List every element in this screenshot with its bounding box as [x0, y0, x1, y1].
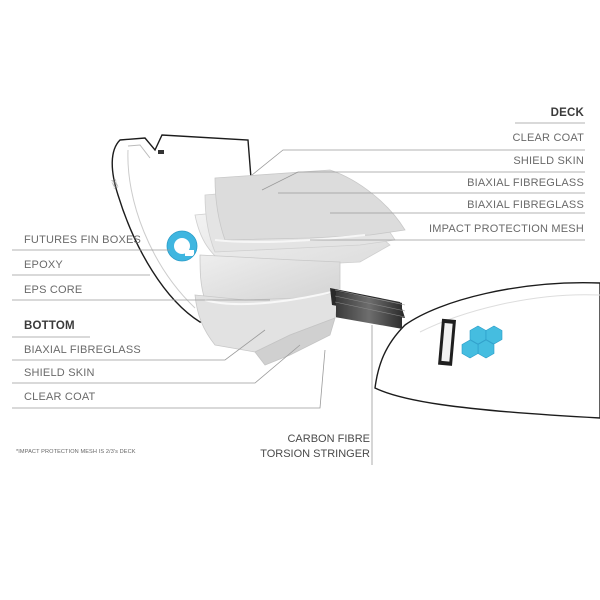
bottom-header: BOTTOM [24, 320, 75, 332]
stringer-label-line2: TORSION STRINGER [260, 448, 370, 460]
layer-stack [194, 169, 406, 366]
deck-biaxial-fibreglass-1-label: BIAXIAL FIBREGLASS [467, 177, 584, 189]
deck-header: DECK [550, 107, 584, 119]
deck-shield-skin-label: SHIELD SKIN [513, 155, 584, 167]
eps-core-label: EPS CORE [24, 284, 83, 296]
svg-text:|||||||: ||||||| [110, 179, 119, 190]
epoxy-label: EPOXY [24, 259, 63, 271]
futures-fin-boxes-label: FUTURES FIN BOXES [24, 234, 142, 246]
hex-logo-icon [461, 325, 503, 359]
bottom-shield-skin-label: SHIELD SKIN [24, 367, 95, 379]
carbon-stringer-label: CARBON FIBRE TORSION STRINGER [260, 432, 370, 462]
leader-lines [12, 122, 585, 465]
stringer-label-line1: CARBON FIBRE [287, 433, 370, 445]
carbon-stringer [330, 288, 406, 329]
brand-logo-icon [166, 230, 198, 262]
deck-biaxial-fibreglass-2-label: BIAXIAL FIBREGLASS [467, 199, 584, 211]
deck-clear-coat-label: CLEAR COAT [512, 132, 584, 144]
bottom-biaxial-fibreglass-label: BIAXIAL FIBREGLASS [24, 344, 141, 356]
nose-graphic-icon [438, 318, 456, 366]
bottom-clear-coat-label: CLEAR COAT [24, 391, 96, 403]
footnote: *IMPACT PROTECTION MESH IS 2/3's DECK [16, 449, 136, 455]
deck-impact-protection-mesh-label: IMPACT PROTECTION MESH [429, 223, 584, 235]
